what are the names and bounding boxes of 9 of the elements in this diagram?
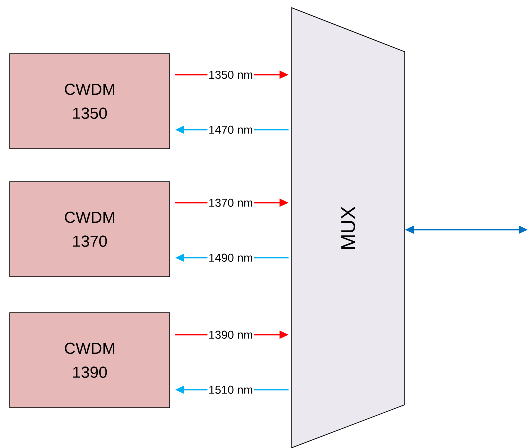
edge-label: 1390 nm (208, 330, 254, 340)
edge-label: 1350 nm (208, 70, 254, 80)
process-box: CWDM 1350 (10, 54, 170, 150)
edge-label: 1470 nm (208, 124, 254, 136)
process-box: CWDM 1370 (10, 182, 170, 278)
edge-label: 1370 nm (208, 198, 254, 208)
edge-label: 1510 nm (208, 384, 254, 396)
process-box: CWDM 1390 (10, 312, 170, 408)
edge-label: 1490 nm (208, 252, 254, 264)
